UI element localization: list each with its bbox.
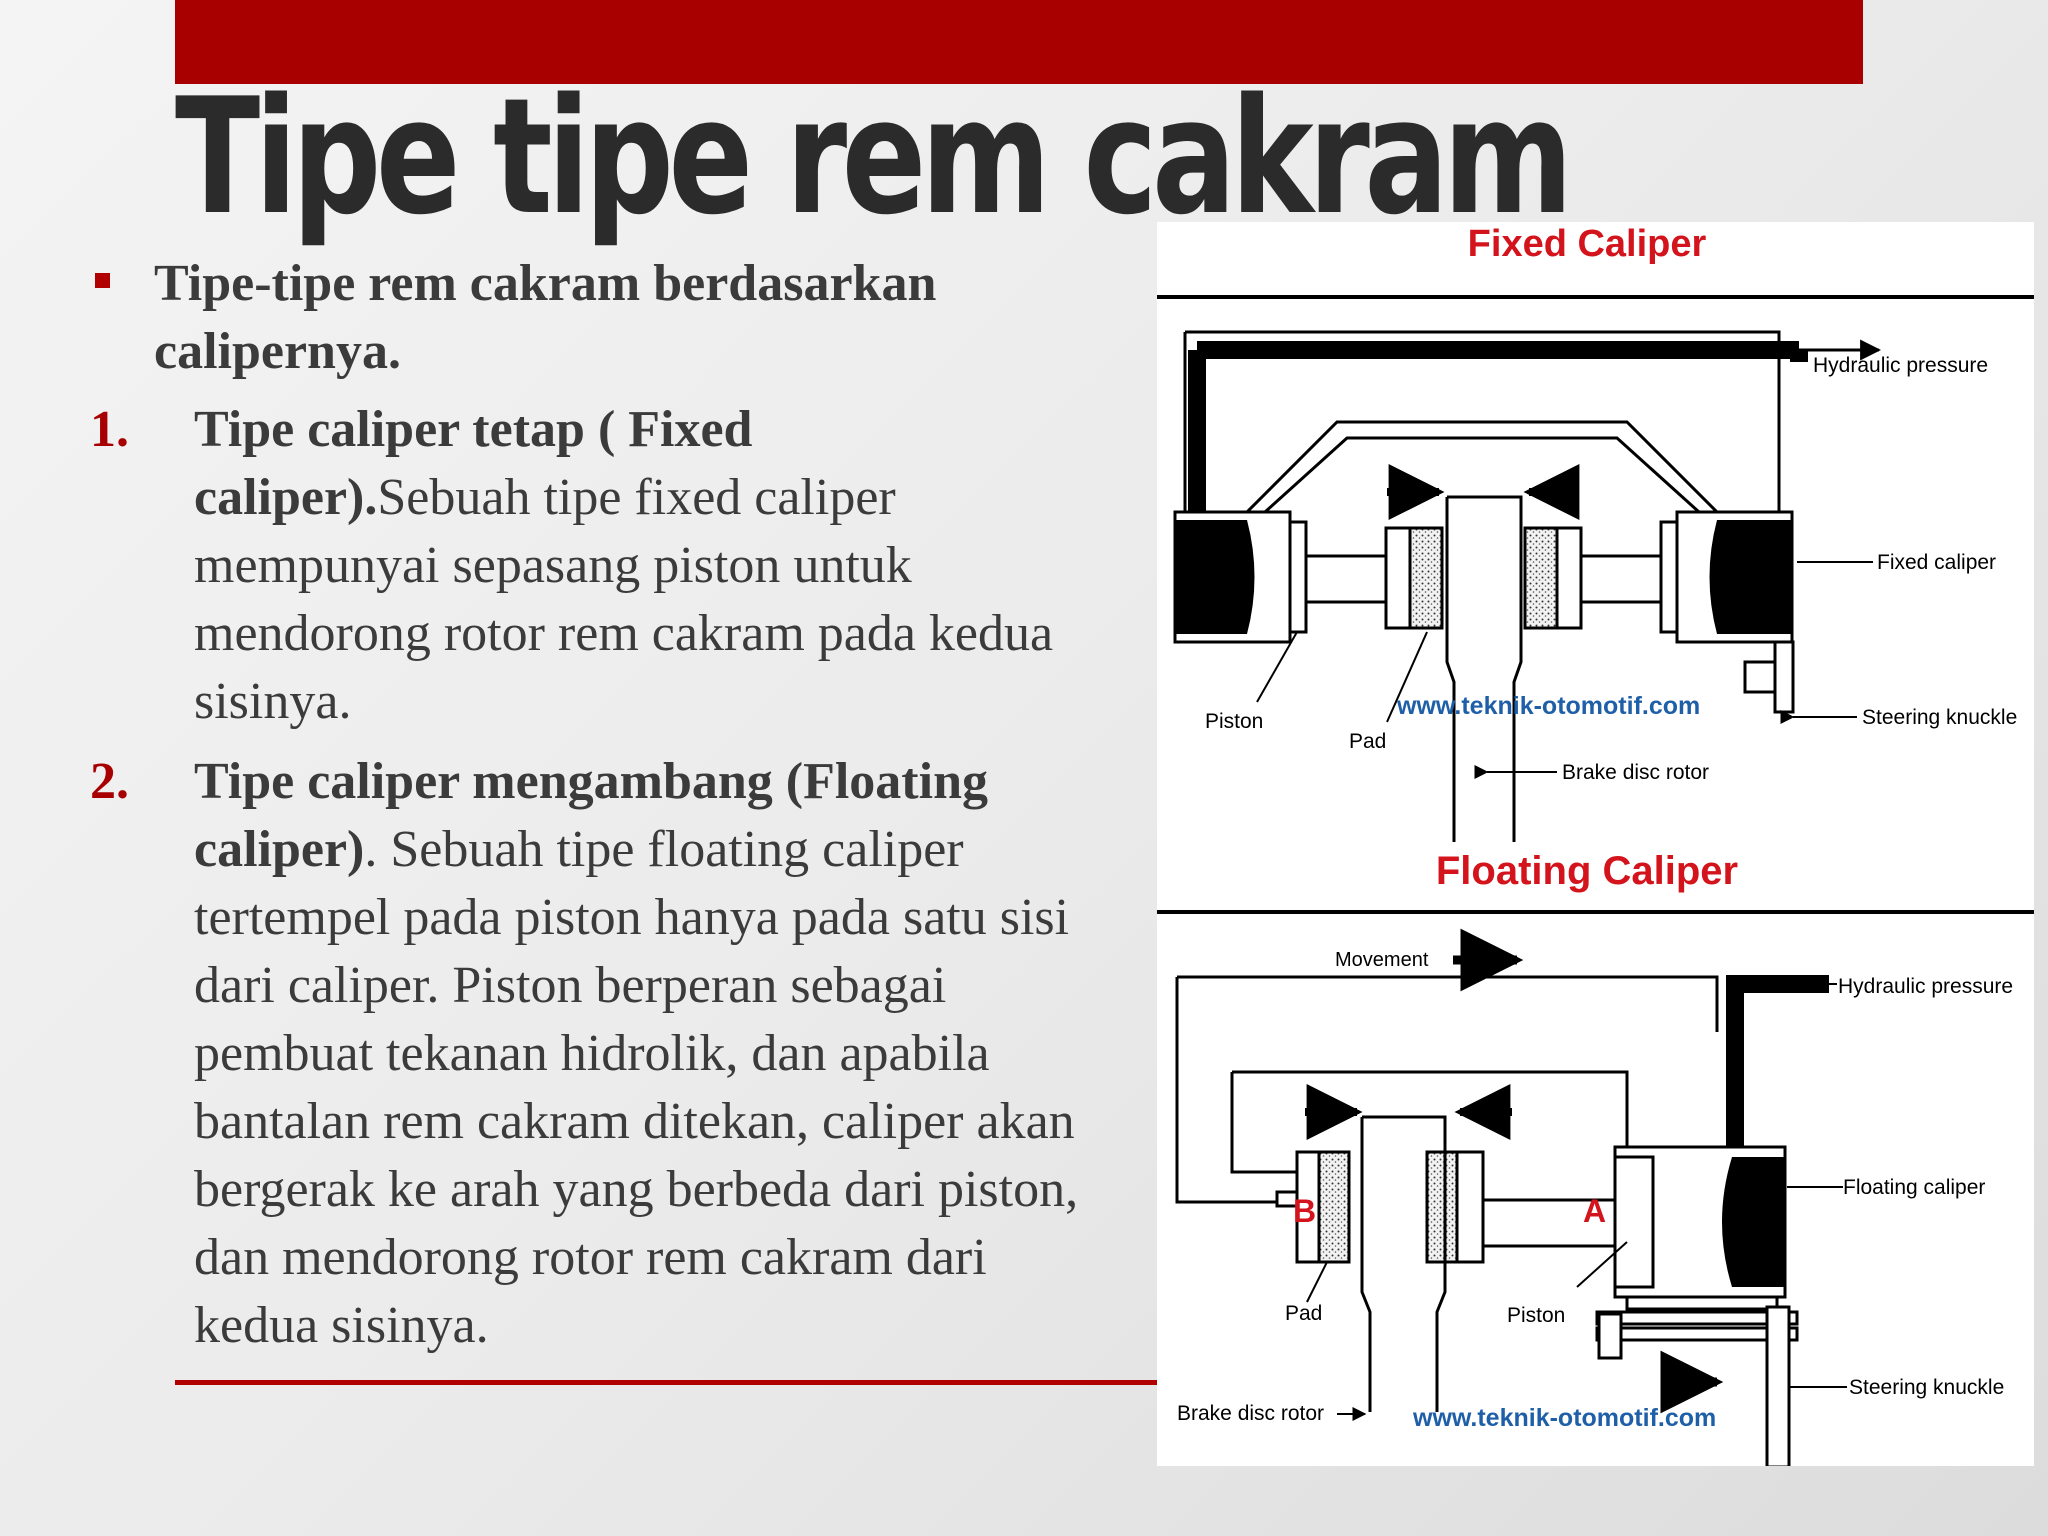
watermark-text: www.teknik-otomotif.com bbox=[1412, 1404, 1716, 1432]
item-heading: Tipe caliper tetap ( Fixed caliper). bbox=[194, 401, 753, 526]
lead-bullet-item: Tipe-tipe rem cakram berdasarkan caliper… bbox=[90, 250, 1100, 386]
item-number: 1. bbox=[90, 401, 129, 458]
label-floating-caliper: Floating caliper bbox=[1843, 1176, 1985, 1199]
item-text: . Sebuah tipe floating caliper tertempel… bbox=[194, 821, 1079, 1354]
label-piston: Piston bbox=[1507, 1304, 1565, 1327]
item-number: 2. bbox=[90, 753, 129, 810]
bottom-accent-rule bbox=[175, 1380, 1160, 1385]
slide-title: Tipe tipe rem cakram bbox=[175, 63, 1573, 250]
label-movement: Movement bbox=[1335, 949, 1429, 971]
caliper-diagram: Fixed Caliper bbox=[1157, 222, 2034, 1466]
label-b: B bbox=[1293, 1193, 1316, 1229]
label-steering-knuckle: Steering knuckle bbox=[1862, 706, 2017, 729]
item-text: Sebuah tipe fixed caliper mempunyai sepa… bbox=[194, 469, 1054, 730]
label-brake-disc-rotor: Brake disc rotor bbox=[1177, 1402, 1324, 1425]
numbered-item-floating: 2. Tipe caliper mengambang (Floating cal… bbox=[90, 748, 1100, 1360]
label-pad: Pad bbox=[1349, 730, 1386, 753]
watermark-text: www.teknik-otomotif.com bbox=[1396, 692, 1700, 720]
item-heading: Tipe caliper mengambang (Floating calipe… bbox=[194, 753, 988, 878]
numbered-item-fixed: 1. Tipe caliper tetap ( Fixed caliper).S… bbox=[90, 396, 1100, 736]
label-fixed-caliper: Fixed caliper bbox=[1877, 551, 1996, 574]
label-hydraulic-pressure: Hydraulic pressure bbox=[1838, 975, 2013, 998]
label-brake-disc-rotor: Brake disc rotor bbox=[1562, 761, 1709, 784]
label-piston: Piston bbox=[1205, 710, 1263, 733]
title-accent-bar bbox=[175, 0, 1863, 84]
label-steering-knuckle: Steering knuckle bbox=[1849, 1376, 2004, 1399]
fixed-caliper-drawing bbox=[1173, 330, 1882, 842]
label-hydraulic-pressure: Hydraulic pressure bbox=[1813, 354, 1988, 377]
label-a: A bbox=[1583, 1193, 1606, 1229]
lead-text: Tipe-tipe rem cakram berdasarkan caliper… bbox=[154, 255, 937, 380]
label-pad: Pad bbox=[1285, 1302, 1322, 1325]
floating-caliper-drawing bbox=[1175, 928, 1847, 1466]
square-bullet-icon bbox=[95, 273, 110, 288]
floating-caliper-heading: Floating Caliper bbox=[1436, 849, 1738, 893]
fixed-caliper-heading: Fixed Caliper bbox=[1468, 223, 1707, 265]
slide-body: Tipe-tipe rem cakram berdasarkan caliper… bbox=[90, 250, 1100, 1372]
